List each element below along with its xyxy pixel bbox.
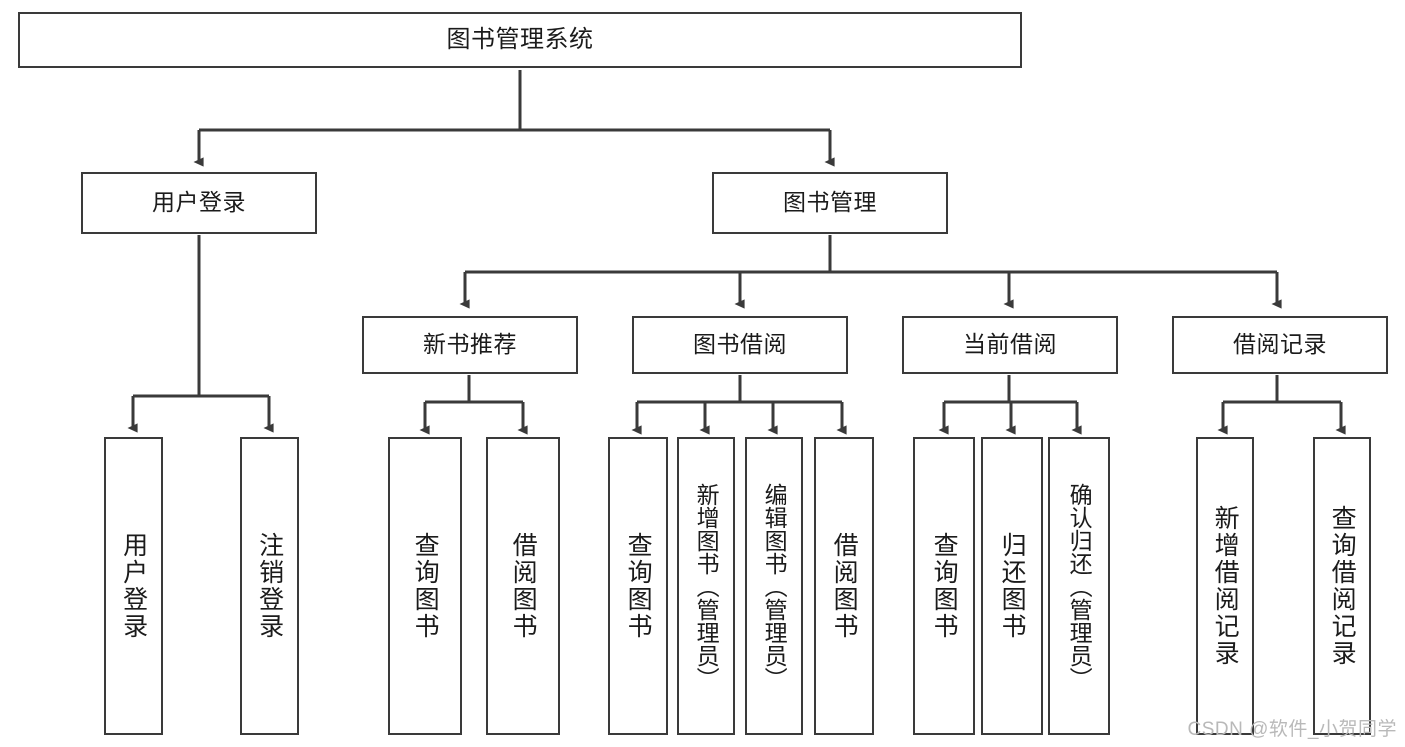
node-label: 当前借阅 [963,331,1057,358]
node-borrow-record[interactable]: 借阅记录 [1172,316,1388,374]
node-book-management[interactable]: 图书管理 [712,172,948,234]
node-label: 借阅图书 [830,532,859,640]
node-label: 借阅图书 [509,532,538,640]
node-leaf-borrow-book-recommend[interactable]: 借阅图书 [486,437,560,735]
node-root-book-management-system[interactable]: 图书管理系统 [18,12,1022,68]
node-leaf-edit-book-admin[interactable]: 编辑图书（管理员） [745,437,803,735]
node-leaf-confirm-return-admin[interactable]: 确认归还（管理员） [1048,437,1110,735]
node-leaf-query-book-recommend[interactable]: 查询图书 [388,437,462,735]
node-label: 查询图书 [411,532,440,640]
node-label: 图书管理系统 [446,25,594,53]
node-leaf-query-book-current[interactable]: 查询图书 [913,437,975,735]
node-leaf-user-login[interactable]: 用户登录 [104,437,163,735]
node-label: 编辑图书（管理员） [761,482,788,690]
node-label: 确认归还（管理员） [1066,482,1093,690]
node-leaf-query-borrow-record[interactable]: 查询借阅记录 [1313,437,1371,735]
node-label: 新书推荐 [423,331,517,358]
node-label: 新增借阅记录 [1211,505,1240,667]
node-label: 新增图书（管理员） [693,482,720,690]
node-current-borrow[interactable]: 当前借阅 [902,316,1118,374]
node-label: 借阅记录 [1233,331,1327,358]
node-leaf-add-borrow-record[interactable]: 新增借阅记录 [1196,437,1254,735]
node-user-login[interactable]: 用户登录 [81,172,317,234]
node-label: 用户登录 [152,189,246,216]
node-leaf-add-book-admin[interactable]: 新增图书（管理员） [677,437,735,735]
node-label: 查询借阅记录 [1328,505,1357,667]
csdn-watermark: CSDN @软件_小贺同学 [1187,719,1397,740]
node-label: 图书借阅 [693,331,787,358]
node-leaf-query-book-borrow[interactable]: 查询图书 [608,437,668,735]
node-label: 查询图书 [624,532,653,640]
node-label: 用户登录 [119,532,148,640]
node-book-borrow[interactable]: 图书借阅 [632,316,848,374]
node-leaf-return-book[interactable]: 归还图书 [981,437,1043,735]
node-leaf-borrow-book[interactable]: 借阅图书 [814,437,874,735]
node-label: 归还图书 [998,532,1027,640]
node-label: 注销登录 [255,532,284,640]
node-new-book-recommend[interactable]: 新书推荐 [362,316,578,374]
node-leaf-logout[interactable]: 注销登录 [240,437,299,735]
node-label: 图书管理 [783,189,877,216]
node-label: 查询图书 [930,532,959,640]
